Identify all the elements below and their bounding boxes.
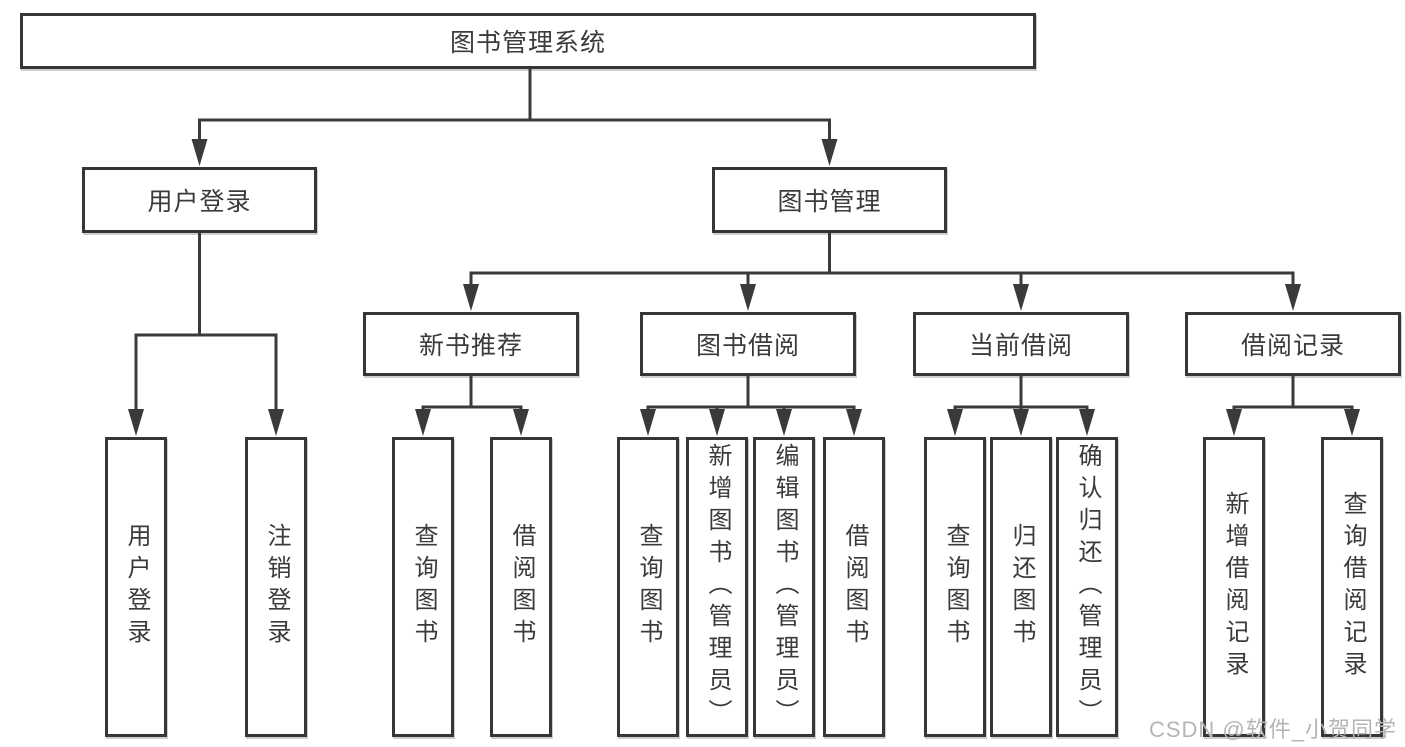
node-logout-leaf: 注销登录	[245, 437, 307, 737]
node-borrow-books-1-label: 借阅图书	[508, 523, 535, 651]
node-logout-leaf-label: 注销登录	[263, 523, 290, 651]
node-user-login-label: 用户登录	[147, 188, 252, 216]
node-borrow-records: 借阅记录	[1185, 312, 1401, 376]
node-new-book-recommend-label: 新书推荐	[418, 332, 523, 360]
node-edit-books-admin: 编辑图书（管理员）	[753, 437, 815, 737]
csdn-watermark: CSDN @软件_小贺同学	[1148, 717, 1397, 742]
node-user-login-leaf-label: 用户登录	[123, 523, 150, 651]
node-book-management: 图书管理	[712, 167, 947, 233]
node-book-borrow: 图书借阅	[640, 312, 856, 376]
node-borrow-books-1: 借阅图书	[490, 437, 552, 737]
node-book-management-label: 图书管理	[777, 188, 882, 216]
node-current-borrow-label: 当前借阅	[968, 332, 1073, 360]
node-query-books-3: 查询图书	[924, 437, 986, 737]
node-query-borrow-record-label: 查询借阅记录	[1339, 491, 1366, 683]
node-return-books: 归还图书	[990, 437, 1052, 737]
node-book-borrow-label: 图书借阅	[695, 332, 800, 360]
node-add-borrow-record-label: 新增借阅记录	[1221, 491, 1248, 683]
node-new-book-recommend: 新书推荐	[363, 312, 579, 376]
node-query-books-1-label: 查询图书	[410, 523, 437, 651]
node-current-borrow: 当前借阅	[913, 312, 1129, 376]
node-query-books-3-label: 查询图书	[942, 523, 969, 651]
node-library-system-label: 图书管理系统	[449, 29, 606, 57]
node-edit-books-admin-label: 编辑图书（管理员）	[771, 443, 798, 731]
node-add-borrow-record: 新增借阅记录	[1203, 437, 1265, 737]
node-confirm-return-admin: 确认归还（管理员）	[1056, 437, 1118, 737]
node-query-books-2: 查询图书	[617, 437, 679, 737]
node-borrow-books-2-label: 借阅图书	[841, 523, 868, 651]
node-library-system: 图书管理系统	[20, 13, 1036, 69]
node-borrow-records-label: 借阅记录	[1240, 332, 1345, 360]
node-add-books-admin-label: 新增图书（管理员）	[704, 443, 731, 731]
node-borrow-books-2: 借阅图书	[823, 437, 885, 737]
node-query-books-1: 查询图书	[392, 437, 454, 737]
node-return-books-label: 归还图书	[1008, 523, 1035, 651]
node-user-login: 用户登录	[82, 167, 317, 233]
node-confirm-return-admin-label: 确认归还（管理员）	[1074, 443, 1101, 731]
node-user-login-leaf: 用户登录	[105, 437, 167, 737]
node-add-books-admin: 新增图书（管理员）	[686, 437, 748, 737]
node-query-borrow-record: 查询借阅记录	[1321, 437, 1383, 737]
node-query-books-2-label: 查询图书	[635, 523, 662, 651]
